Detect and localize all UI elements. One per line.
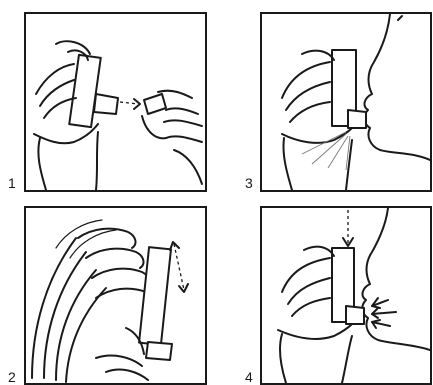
step-number-2: 2 xyxy=(8,370,16,384)
face-profile xyxy=(362,208,430,350)
inhaler-mouthpiece xyxy=(348,110,366,128)
inhaler-canister xyxy=(69,55,101,127)
step-1-panel xyxy=(24,12,207,192)
step-4-panel xyxy=(260,206,432,385)
shake-inhaler-illustration xyxy=(26,208,205,383)
inhaler-at-mouth-illustration xyxy=(262,14,430,190)
inhaler-mouthpiece xyxy=(146,342,172,360)
step-number-4: 4 xyxy=(245,370,253,384)
remove-cap-illustration xyxy=(26,14,205,190)
step-2-panel xyxy=(24,206,207,385)
press-and-inhale-illustration xyxy=(262,208,430,383)
pull-arrow xyxy=(120,102,138,104)
step-number-3: 3 xyxy=(245,176,253,190)
inhaler-mouthpiece xyxy=(94,94,118,114)
step-number-1: 1 xyxy=(8,176,16,190)
face-profile xyxy=(364,14,430,160)
inhaler-cap xyxy=(144,94,166,114)
shake-arrow xyxy=(174,244,184,290)
inhaler-mouthpiece xyxy=(346,306,364,324)
step-3-panel xyxy=(260,12,432,192)
